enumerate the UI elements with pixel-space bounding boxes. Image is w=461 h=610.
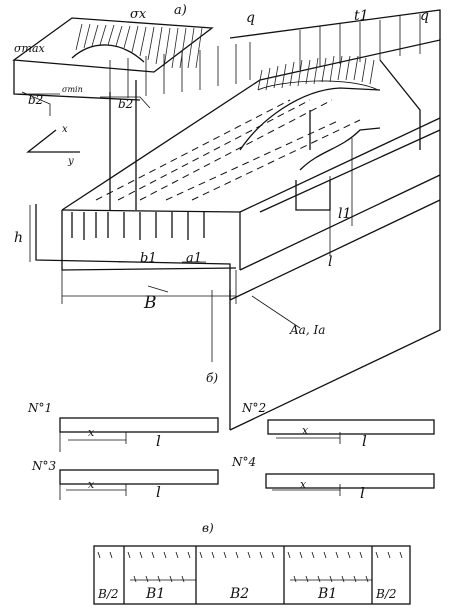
case-4-id: N°4	[231, 455, 256, 469]
segment-b-half-right: B/2	[375, 587, 397, 601]
stress-diagram: σx σmax σmin b2 b2	[12, 7, 214, 116]
case-1-l: l	[156, 432, 161, 450]
case-3-l: l	[156, 483, 161, 501]
segment-b2: B2	[229, 586, 249, 602]
plan-strip: B/2 B1 B2 B1 B/2	[93, 545, 411, 605]
label-axis-y: y	[67, 156, 74, 167]
label-B: B	[143, 293, 157, 313]
label-axis-x: x	[62, 124, 68, 135]
label-section-props: Aa, Ia	[289, 323, 325, 337]
coordinate-axes: x y	[26, 124, 80, 167]
case-3-x: x	[88, 478, 95, 491]
label-sigma-x: σx	[130, 7, 147, 22]
label-l1: l1	[338, 206, 351, 222]
case-2-l: l	[362, 432, 367, 450]
case-4-l: l	[360, 484, 365, 502]
segment-b1-left: B1	[145, 586, 165, 602]
caption-c: в)	[202, 521, 214, 535]
case-2-x: x	[302, 424, 309, 437]
label-a1: a1	[186, 251, 202, 266]
case-3-id: N°3	[31, 459, 57, 473]
case-1: N°1 x l	[27, 401, 219, 452]
label-b2-left: b2	[28, 93, 43, 107]
label-t1: t1	[354, 8, 369, 24]
label-h: h	[14, 230, 23, 246]
label-l: l	[328, 254, 332, 270]
caption-b: б)	[206, 371, 218, 385]
case-1-x: x	[88, 426, 95, 439]
box-girder-3d	[35, 9, 441, 431]
label-sigma-min: σmin	[62, 85, 83, 94]
label-q-right: q	[420, 8, 429, 24]
case-3: N°3 x l	[31, 459, 219, 501]
caption-a: а)	[174, 3, 187, 18]
dimension-lines	[29, 138, 353, 362]
label-q-left: q	[246, 10, 255, 26]
label-b1: b1	[140, 251, 157, 266]
label-b2-right: b2	[118, 97, 133, 111]
case-1-id: N°1	[27, 401, 52, 415]
segment-b1-right: B1	[317, 586, 337, 602]
label-sigma-max: σmax	[14, 42, 45, 55]
segment-b-half-left: B/2	[97, 587, 119, 601]
case-2-id: N°2	[241, 401, 266, 415]
case-4: N°4 x l	[231, 455, 435, 502]
case-4-x: x	[300, 478, 307, 491]
case-2: N°2 x l	[241, 401, 435, 450]
